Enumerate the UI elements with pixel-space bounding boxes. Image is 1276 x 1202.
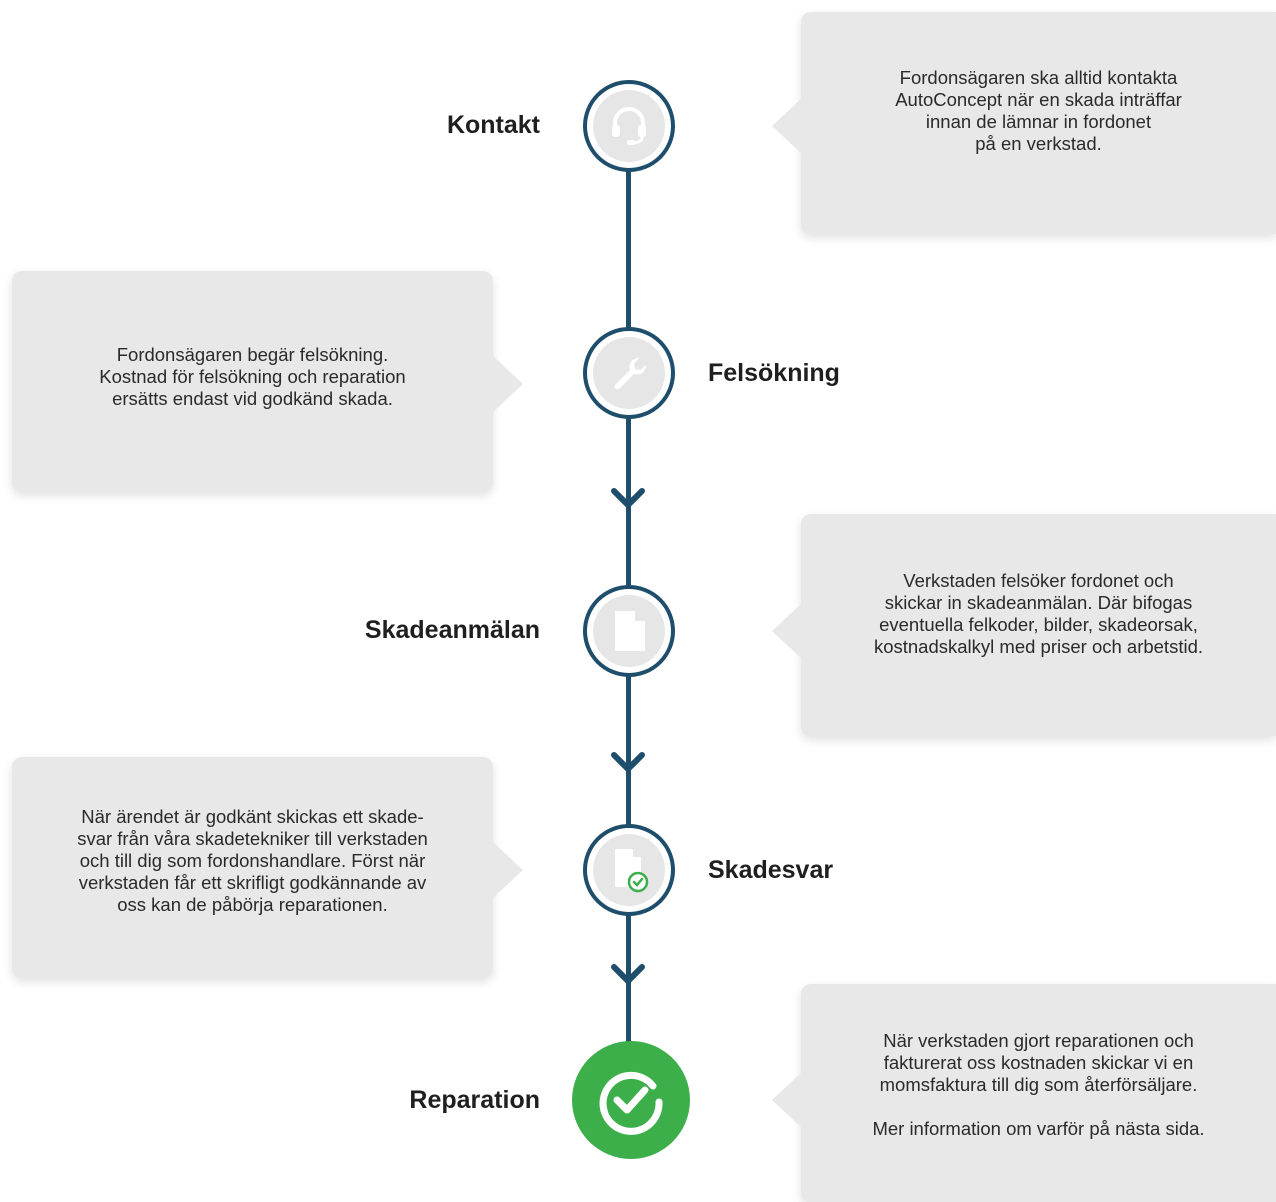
info-box-felsokning: Fordonsägaren begär felsökning. Kostnad …: [12, 271, 493, 492]
info-box-skadeanmalan: Verkstaden felsöker fordonet och skickar…: [801, 514, 1276, 736]
pointer: [772, 98, 802, 154]
info-box-kontakt: Fordonsägaren ska alltid kontakta AutoCo…: [801, 12, 1276, 234]
arrow-down-icon: [611, 488, 645, 510]
step-node-felsokning: [583, 327, 675, 419]
pointer: [772, 603, 802, 659]
document-check-icon: [615, 849, 649, 893]
headset-icon: [612, 107, 646, 145]
step-node-reparation: [572, 1041, 690, 1159]
info-text-skadesvar: När ärendet är godkänt skickas ett skade…: [77, 806, 428, 915]
info-text-skadeanmalan: Verkstaden felsöker fordonet och skickar…: [873, 570, 1204, 657]
info-box-reparation: När verkstaden gjort reparationen och fa…: [801, 984, 1276, 1202]
arrow-down-icon: [611, 752, 645, 774]
arrow-down-icon: [611, 964, 645, 986]
step-node-skadesvar: [583, 824, 675, 916]
pointer: [493, 356, 523, 412]
step-label-skadesvar: Skadesvar: [708, 856, 834, 884]
info-text-kontakt: Fordonsägaren ska alltid kontakta AutoCo…: [895, 67, 1182, 154]
info-box-skadesvar: När ärendet är godkänt skickas ett skade…: [12, 757, 493, 978]
step-label-kontakt: Kontakt: [446, 111, 540, 139]
step-label-skadeanmalan: Skadeanmälan: [364, 616, 540, 644]
check-circle-icon: [599, 1071, 663, 1135]
step-label-felsokning: Felsökning: [708, 359, 840, 387]
wrench-icon: [614, 357, 647, 390]
pointer: [493, 842, 523, 898]
pointer: [772, 1072, 802, 1128]
info-text-felsokning: Fordonsägaren begär felsökning. Kostnad …: [99, 344, 406, 409]
step-node-skadeanmalan: [583, 585, 675, 677]
document-icon: [615, 611, 645, 651]
step-node-kontakt: [583, 80, 675, 172]
step-label-reparation: Reparation: [409, 1086, 540, 1114]
info-text-reparation: När verkstaden gjort reparationen och fa…: [872, 1030, 1205, 1139]
